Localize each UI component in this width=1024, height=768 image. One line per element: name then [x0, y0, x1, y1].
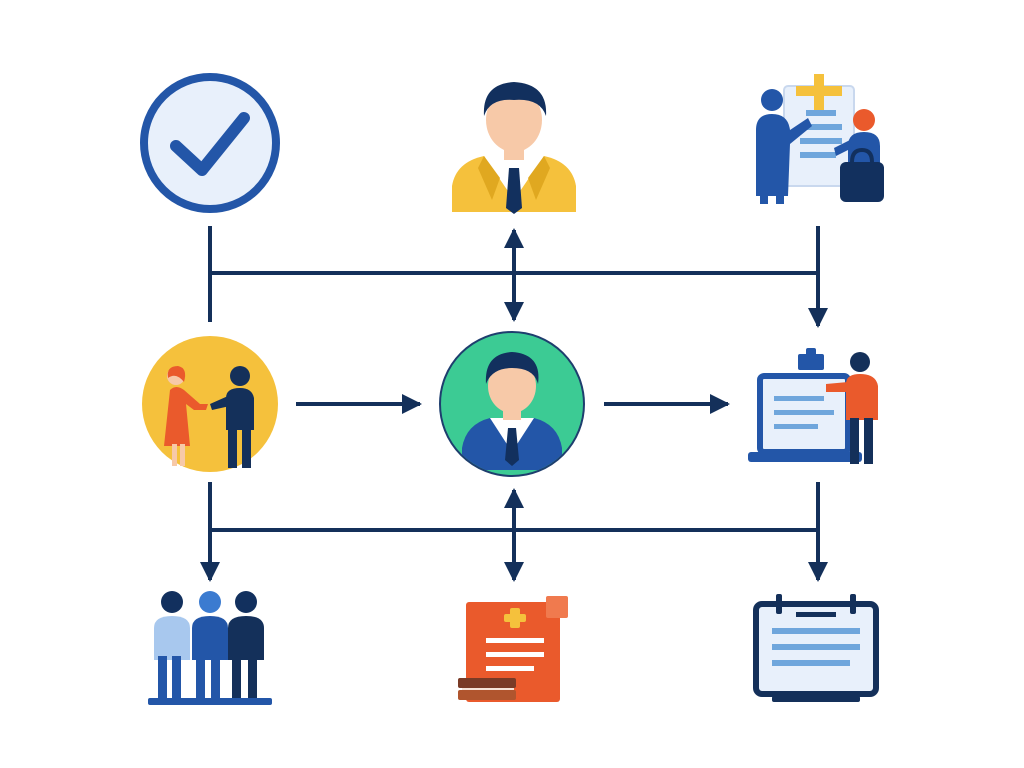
manager-avatar-icon [439, 331, 585, 477]
team-people-icon [148, 591, 272, 705]
check-circle-icon [140, 73, 280, 213]
handshake-icon [142, 336, 278, 472]
monitor-calendar-icon [753, 594, 879, 702]
businessman-icon [452, 82, 576, 214]
laptop-presentation-icon [748, 348, 878, 464]
book-document-icon [458, 596, 568, 702]
connectors [200, 226, 828, 582]
planning-board-icon [756, 74, 884, 204]
